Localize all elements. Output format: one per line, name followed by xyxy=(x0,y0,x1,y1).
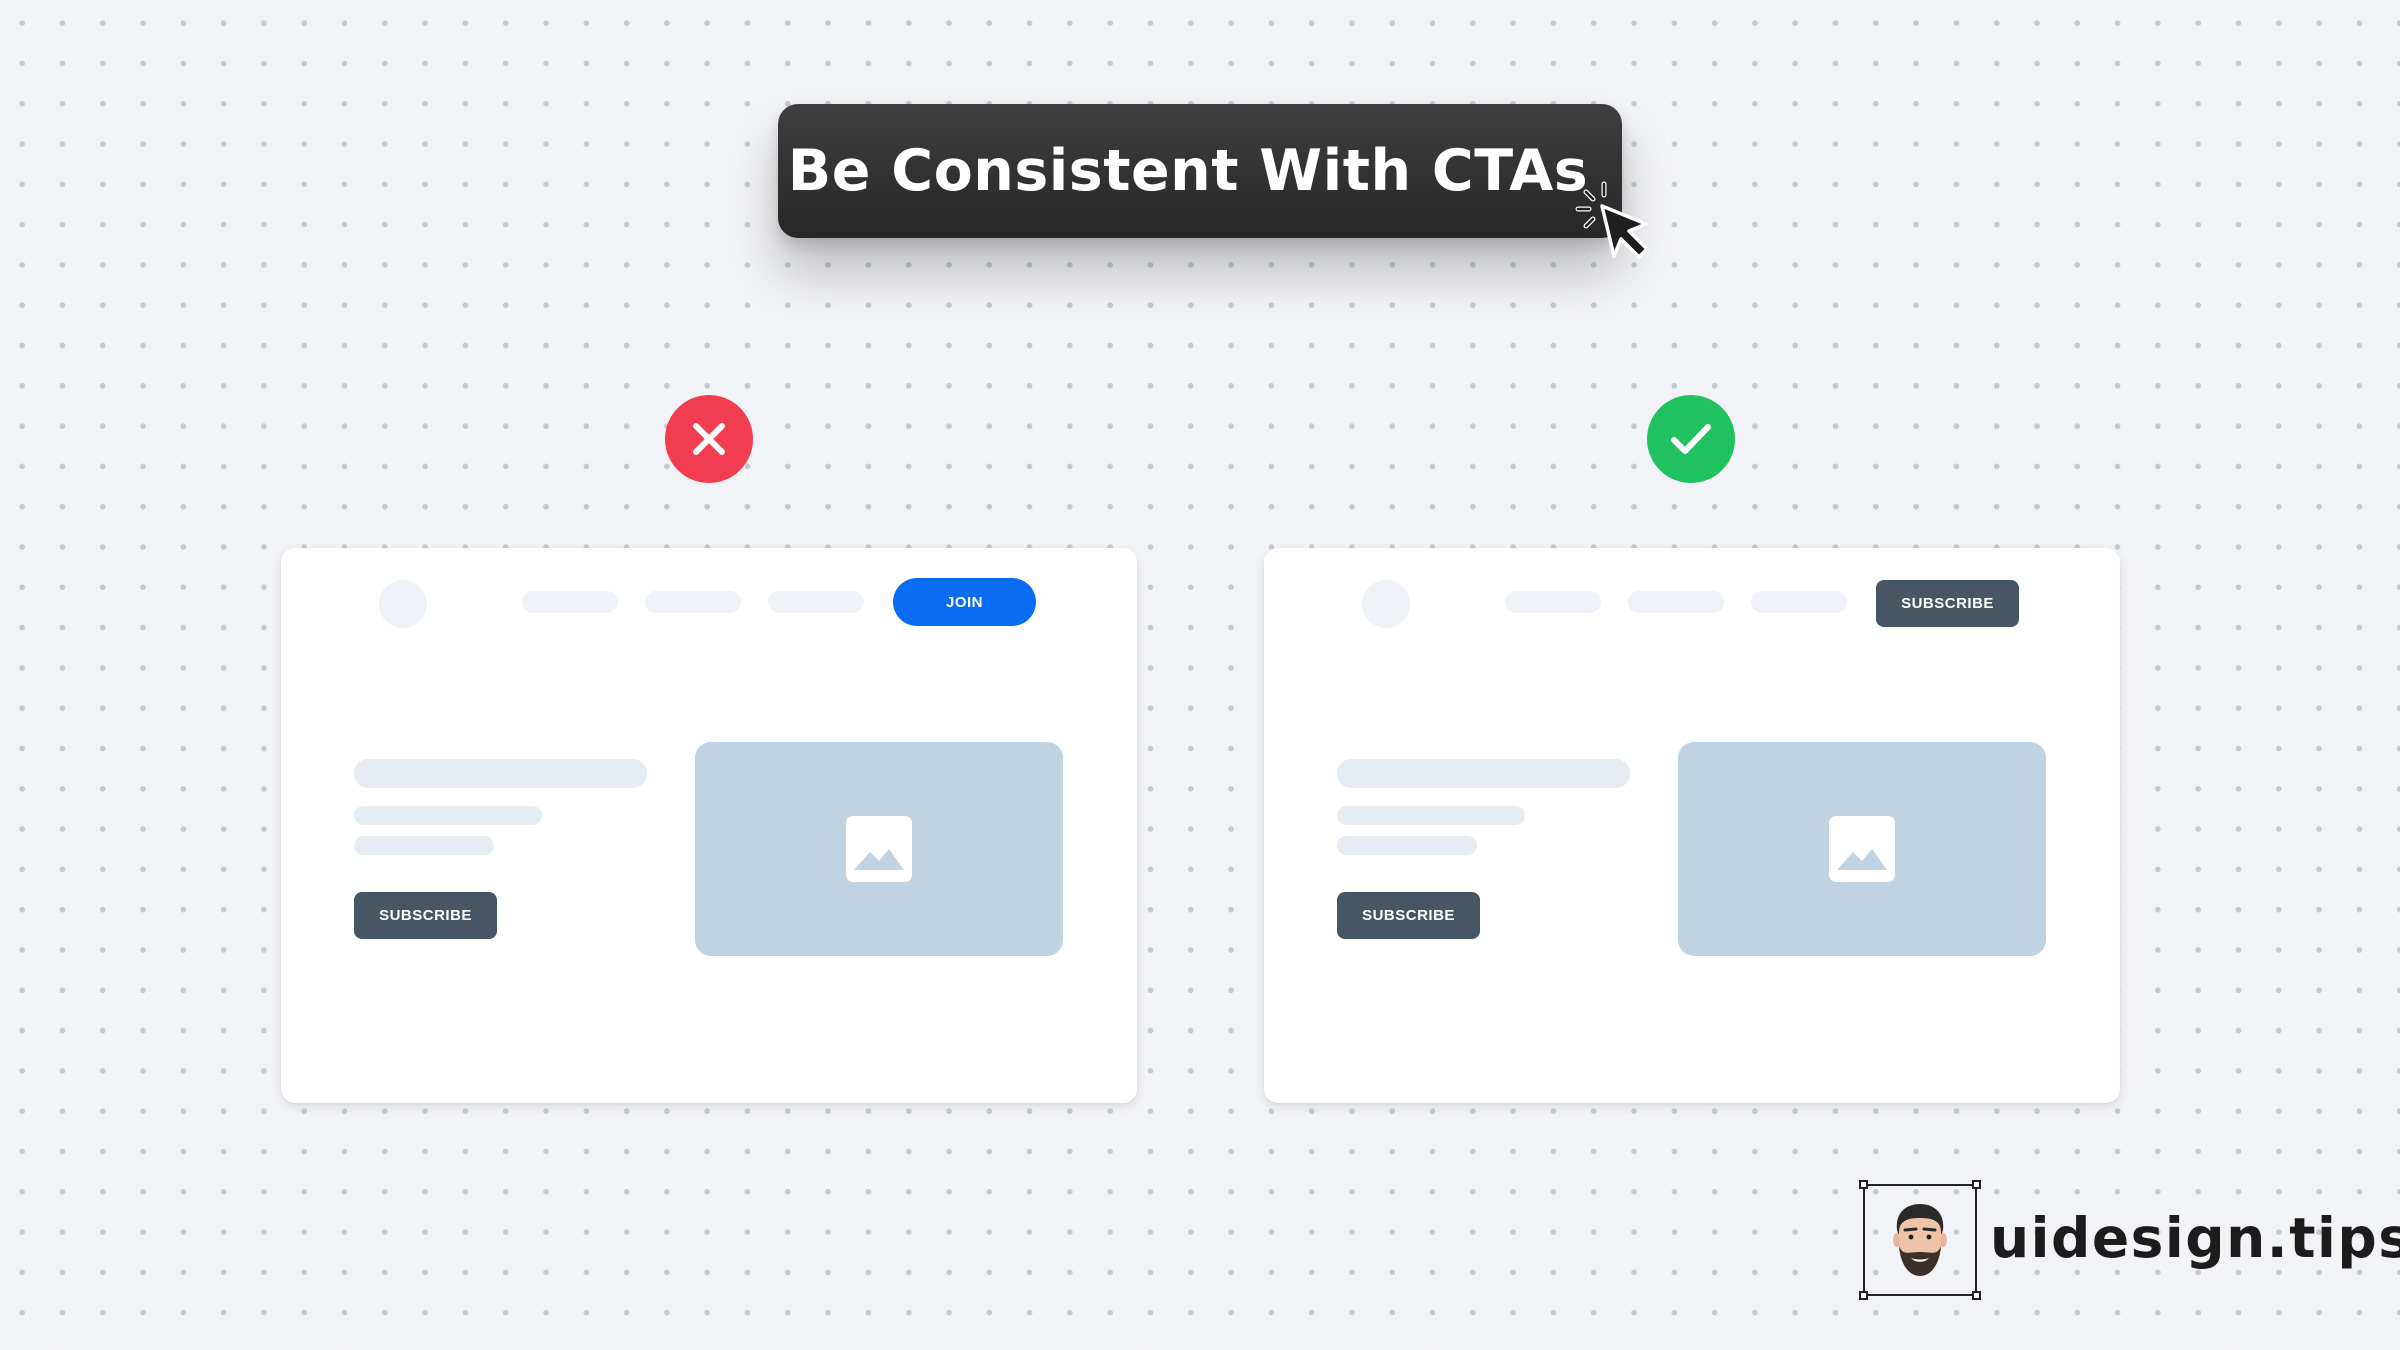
logo-placeholder xyxy=(1362,580,1410,628)
check-icon xyxy=(1671,424,1711,454)
nav-subscribe-button[interactable]: SUBSCRIBE xyxy=(1876,580,2019,627)
text-line-placeholder xyxy=(354,806,542,825)
nav-link-placeholder xyxy=(1751,591,1847,613)
inconsistent-cta-wireframe: JOIN SUBSCRIBE xyxy=(281,548,1137,1103)
brand-avatar-frame xyxy=(1859,1180,1981,1300)
nav-link-placeholder xyxy=(522,591,618,613)
nav-link-placeholder xyxy=(1628,591,1724,613)
title-banner: Be Consistent With CTAs xyxy=(778,104,1622,238)
selection-handle xyxy=(1859,1291,1868,1300)
hero-image-placeholder xyxy=(695,742,1063,956)
logo-placeholder xyxy=(379,580,427,628)
consistent-cta-wireframe: SUBSCRIBE SUBSCRIBE xyxy=(1264,548,2120,1103)
text-line-placeholder xyxy=(354,836,494,855)
brand-name: uidesign.tips xyxy=(1990,1206,2400,1270)
subscribe-button[interactable]: SUBSCRIBE xyxy=(1337,892,1480,939)
author-avatar-icon xyxy=(1893,1204,1947,1276)
selection-handle xyxy=(1972,1180,1981,1189)
cross-icon xyxy=(693,423,725,455)
image-placeholder-icon xyxy=(846,816,912,882)
nav-link-placeholder xyxy=(645,591,741,613)
incorrect-badge xyxy=(665,395,753,483)
image-placeholder-icon xyxy=(1829,816,1895,882)
page-title: Be Consistent With CTAs xyxy=(787,138,1589,204)
selection-handle xyxy=(1859,1180,1868,1189)
heading-placeholder xyxy=(354,759,647,788)
nav-link-placeholder xyxy=(1505,591,1601,613)
subscribe-button[interactable]: SUBSCRIBE xyxy=(354,892,497,939)
join-button[interactable]: JOIN xyxy=(893,578,1036,626)
text-line-placeholder xyxy=(1337,806,1525,825)
correct-badge xyxy=(1647,395,1735,483)
click-cursor-icon xyxy=(1575,181,1649,259)
hero-image-placeholder xyxy=(1678,742,2046,956)
heading-placeholder xyxy=(1337,759,1630,788)
nav-link-placeholder xyxy=(768,591,864,613)
text-line-placeholder xyxy=(1337,836,1477,855)
selection-handle xyxy=(1972,1291,1981,1300)
